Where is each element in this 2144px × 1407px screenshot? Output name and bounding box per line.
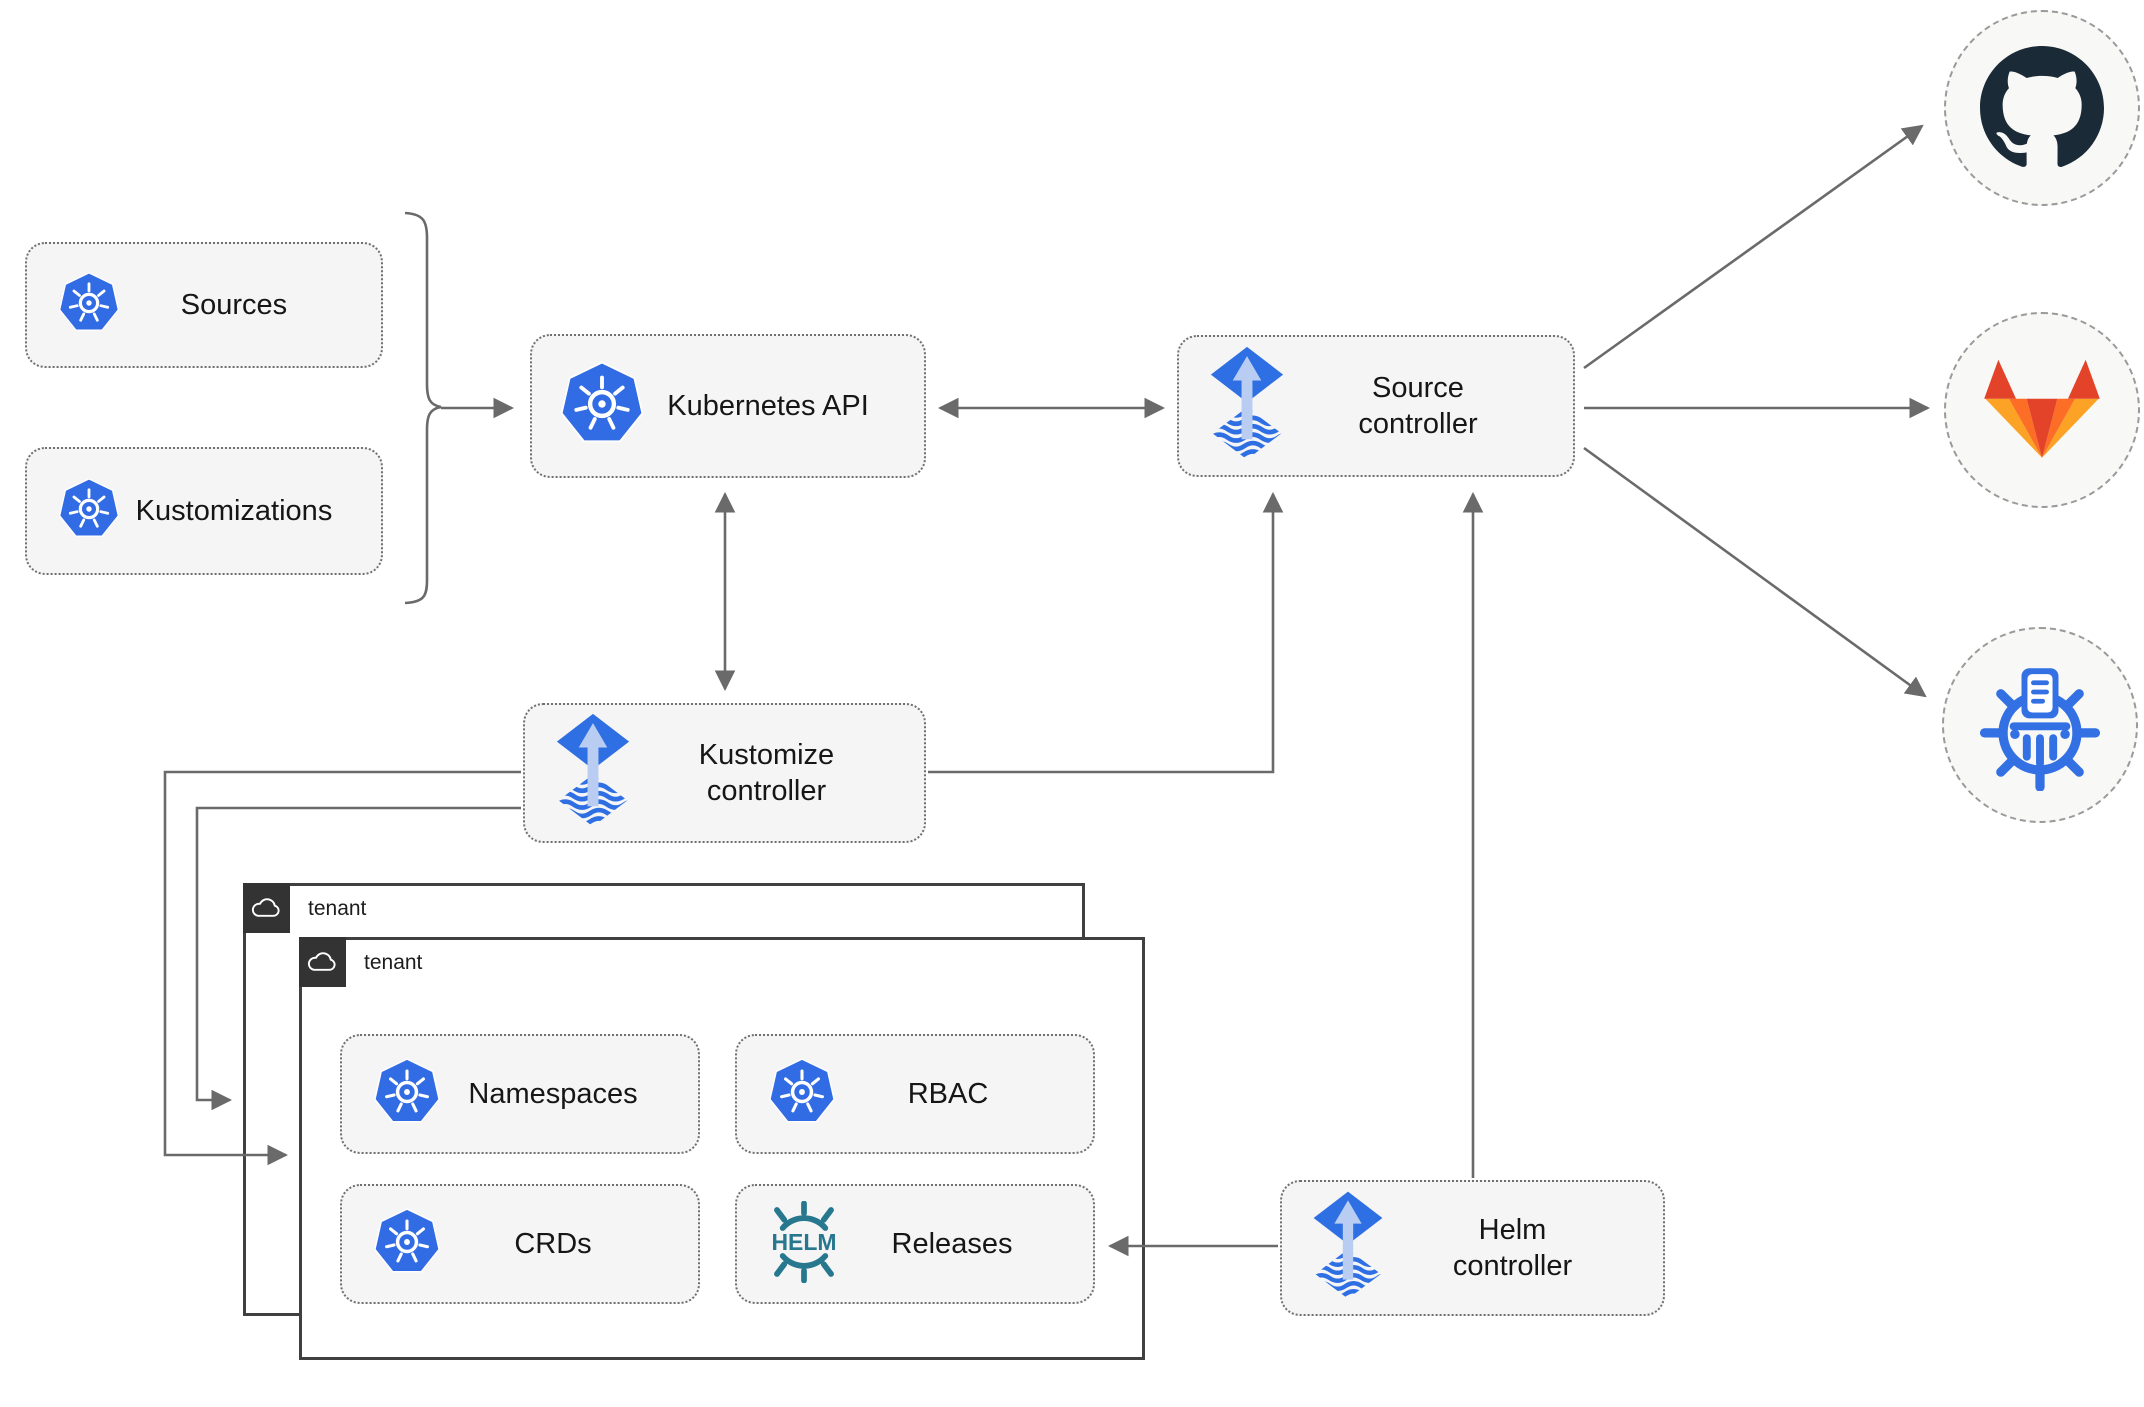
edge-source-to-chartmuseum <box>1583 446 1927 698</box>
endpoint-chartmuseum <box>1942 627 2138 823</box>
node-kustomizations: Kustomizations <box>25 447 383 575</box>
brace-sources-group <box>404 211 442 605</box>
kubernetes-icon <box>767 1057 837 1132</box>
node-source-controller-label: Source controller <box>1358 371 1478 440</box>
node-sources: Sources <box>25 242 383 368</box>
cloud-icon <box>307 952 338 973</box>
endpoint-github <box>1944 10 2140 206</box>
edge-kustomize-to-source-controller <box>928 491 1284 774</box>
node-rbac: RBAC <box>735 1034 1095 1154</box>
gitlab-icon <box>1983 356 2101 465</box>
node-kustomize-controller: Kustomize controller <box>523 703 926 843</box>
tenant-outer-tab <box>243 883 290 933</box>
edge-source-to-github <box>1583 124 1924 370</box>
node-kubernetes-api: Kubernetes API <box>530 334 926 478</box>
kubernetes-icon <box>57 477 121 546</box>
kubernetes-icon <box>372 1057 442 1132</box>
kubernetes-icon <box>372 1207 442 1282</box>
node-helm-controller: Helm controller <box>1280 1180 1665 1316</box>
flux-icon <box>551 712 635 835</box>
node-releases: Releases <box>735 1184 1095 1304</box>
node-kustomizations-label: Kustomizations <box>135 494 333 527</box>
tenant-outer-label: tenant <box>308 897 367 920</box>
kubernetes-icon <box>57 271 121 340</box>
node-crds: CRDs <box>340 1184 700 1304</box>
chartmuseum-icon <box>1974 659 2106 791</box>
node-crds-label: CRDs <box>514 1227 592 1260</box>
helm-icon <box>763 1201 845 1288</box>
github-icon <box>1980 46 2104 170</box>
node-kubernetes-api-label: Kubernetes API <box>667 389 869 422</box>
flux-icon <box>1205 345 1289 468</box>
node-rbac-label: RBAC <box>907 1077 989 1110</box>
node-namespaces: Namespaces <box>340 1034 700 1154</box>
node-kustomize-controller-label: Kustomize controller <box>698 738 835 807</box>
tenant-inner-tab <box>299 937 346 987</box>
endpoint-gitlab <box>1944 312 2140 508</box>
node-releases-label: Releases <box>891 1227 1013 1260</box>
cloud-icon <box>251 898 282 919</box>
node-helm-controller-label: Helm controller <box>1452 1213 1573 1282</box>
node-source-controller: Source controller <box>1177 335 1575 477</box>
flux-icon <box>1308 1190 1388 1307</box>
node-namespaces-label: Namespaces <box>468 1077 638 1110</box>
node-sources-label: Sources <box>180 288 288 321</box>
kubernetes-icon <box>558 360 646 453</box>
tenant-inner-label: tenant <box>364 951 423 974</box>
